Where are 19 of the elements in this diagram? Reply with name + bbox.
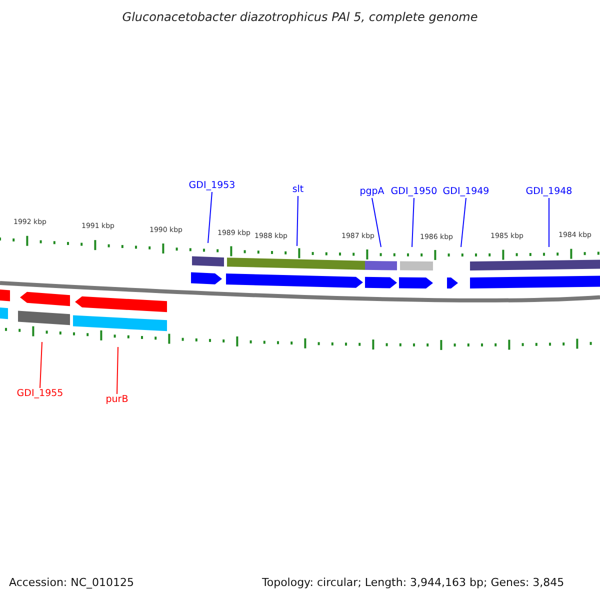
gene-label: GDI_1948 [526, 186, 572, 198]
title: Gluconacetobacter diazotrophicus PAl 5, complete genome [121, 10, 479, 24]
gene-label: purB [106, 394, 128, 406]
leader-line [40, 342, 42, 388]
leader-line [548, 198, 550, 248]
leader-line [372, 198, 382, 248]
info-text: Accession: NC_010125 [9, 576, 134, 589]
gene-label: GDI_1955 [16, 388, 64, 400]
gene-label: GDI_1950 [390, 186, 438, 198]
gene-label: GDI_1949 [442, 186, 490, 198]
leader-line [412, 198, 414, 248]
gene-label: GDI_1953 [188, 180, 236, 192]
leader-line [116, 346, 118, 394]
gene-label: slt [292, 184, 304, 196]
info-text: Topology: circular; Length: 3,944,163 bp; Genes: 3,845 [262, 576, 564, 589]
leader-line [460, 198, 466, 248]
leader-line [296, 196, 298, 246]
leader-line [208, 192, 212, 244]
gene-label: pgpA [360, 186, 384, 198]
